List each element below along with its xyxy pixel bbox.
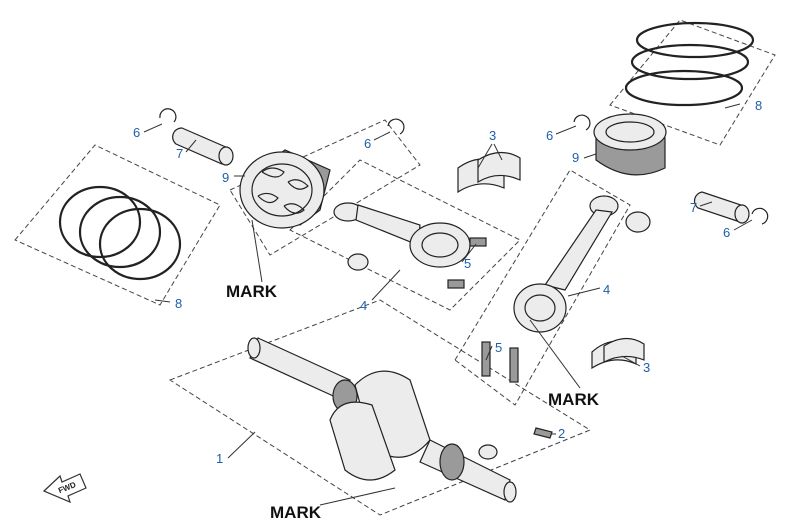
- leader-7b: [699, 201, 713, 207]
- rod-left-bushing: [347, 253, 369, 271]
- piston-ring-1: [58, 185, 142, 259]
- callout-8a: 8: [175, 296, 182, 311]
- piston-right-crown-inner: [605, 121, 655, 143]
- right-piston-assembly: [573, 113, 769, 225]
- callout-6b: 6: [364, 136, 371, 151]
- rod-right-big-end: [513, 283, 567, 333]
- leader-mark-3: [319, 487, 396, 506]
- rod-left-big-end: [409, 222, 471, 268]
- leader-3a-1: [477, 143, 493, 169]
- piston-ring-3: [98, 207, 182, 281]
- rod-left-bolt-1: [469, 237, 487, 247]
- callout-8b: 8: [755, 98, 762, 113]
- circlip-left: [159, 108, 177, 123]
- rod-right-beam: [544, 209, 613, 291]
- piston-left-crown-inner: [251, 163, 313, 217]
- leader-8b: [724, 103, 741, 109]
- callout-9a: 9: [222, 170, 229, 185]
- callout-7b: 7: [690, 200, 697, 215]
- leader-1: [227, 431, 256, 459]
- crankshaft-front-shaft-end: [247, 337, 261, 359]
- rod-right-big-end-bore: [524, 294, 556, 322]
- leader-lines: [143, 103, 753, 506]
- circlip-right-bottom: [751, 207, 769, 225]
- piston-left-valve-recess-3: [257, 192, 279, 204]
- mark-label-right-rod: MARK: [548, 390, 600, 409]
- leader-5b: [485, 345, 493, 361]
- bearing-shell-2: [477, 151, 521, 184]
- leader-mark-2: [529, 319, 581, 389]
- leader-7a: [185, 139, 197, 153]
- leader-8a: [154, 299, 171, 303]
- mark-label-crankshaft: MARK: [270, 503, 322, 522]
- rod-left-bolt-2: [447, 279, 465, 289]
- callout-4a: 4: [360, 298, 367, 313]
- leader-5a: [461, 243, 477, 263]
- leader-mark-1: [251, 219, 263, 283]
- fwd-arrow-shape: [42, 473, 87, 504]
- piston-pin-left-end: [218, 146, 234, 166]
- callout-1: 1: [216, 451, 223, 466]
- left-piston-rings: [58, 185, 182, 281]
- leader-4b: [567, 287, 601, 297]
- crankshaft-rear-shaft-end: [503, 481, 517, 503]
- piston-left-valve-recess-1: [261, 167, 285, 178]
- circlip-right-top: [573, 114, 591, 131]
- callout-6c: 6: [546, 128, 553, 143]
- callout-2: 2: [558, 426, 565, 441]
- piston-ring-4: [635, 21, 755, 59]
- left-piston-group-outline: [229, 119, 421, 256]
- piston-pin-right-end: [734, 204, 750, 224]
- left-rings-group-outline: [14, 144, 221, 306]
- circlip-center: [387, 118, 405, 135]
- left-piston: [239, 149, 331, 229]
- crankshaft: [247, 337, 553, 503]
- callout-3a: 3: [489, 128, 496, 143]
- leader-9b: [583, 153, 597, 159]
- crankshaft-web-2: [329, 401, 396, 481]
- piston-left-valve-recess-2: [287, 179, 309, 190]
- leader-6d: [733, 219, 753, 231]
- right-rod-group-outline: [454, 169, 631, 406]
- left-pin-assembly: [159, 108, 234, 166]
- piston-left-valve-recess-4: [283, 203, 305, 214]
- bearing-shells-top: [457, 151, 521, 194]
- piston-ring-2: [78, 195, 162, 269]
- bearing-shell-4: [603, 337, 645, 363]
- leader-4a: [371, 269, 401, 301]
- fwd-arrow: FWD: [42, 473, 87, 504]
- mark-label-left-piston: MARK: [226, 282, 278, 301]
- mark-labels: MARK MARK MARK: [226, 282, 600, 522]
- callout-5a: 5: [464, 256, 471, 271]
- bearing-shells-bottom: [591, 337, 645, 370]
- leader-3b: [621, 355, 641, 367]
- rod-left-big-end-bore: [421, 232, 459, 258]
- leader-6b: [373, 131, 391, 141]
- callout-4b: 4: [603, 282, 610, 297]
- piston-ring-5: [630, 43, 750, 81]
- callout-6d: 6: [723, 225, 730, 240]
- right-piston-rings: [624, 21, 755, 107]
- woodruff-key: [533, 427, 553, 439]
- piston-ring-6: [624, 69, 744, 107]
- callouts: 1 2 3 3 4 4 5 5 6 6 6 6 7 7 8 8 9 9: [133, 98, 762, 466]
- rod-left-beam: [355, 204, 421, 246]
- callout-9b: 9: [572, 150, 579, 165]
- crankshaft-plug: [478, 444, 498, 460]
- leader-3a-2: [493, 143, 503, 161]
- leader-6c: [555, 125, 577, 135]
- rod-right-bolt-2: [509, 347, 519, 383]
- left-connecting-rod: [333, 202, 487, 289]
- left-rod-group-outline: [289, 159, 521, 311]
- callout-6a: 6: [133, 125, 140, 140]
- leader-6a: [143, 123, 163, 133]
- crankshaft-gear-rear: [439, 443, 465, 481]
- callout-7a: 7: [176, 146, 183, 161]
- rod-right-bushing: [625, 211, 651, 233]
- callout-3b: 3: [643, 360, 650, 375]
- callout-5b: 5: [495, 340, 502, 355]
- piston-right-crown: [593, 113, 667, 151]
